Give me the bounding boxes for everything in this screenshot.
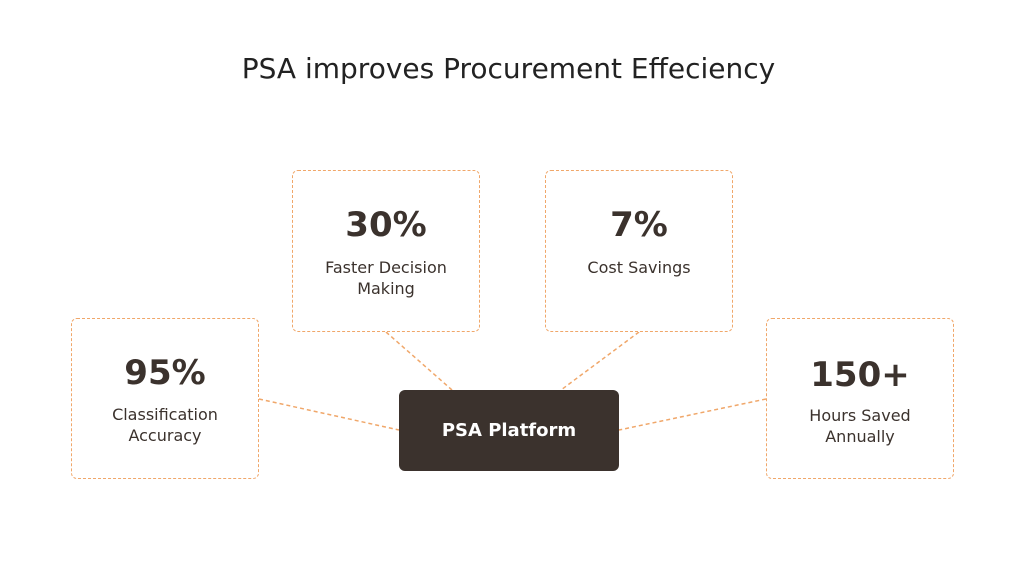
connector-faster-decision: [385, 331, 453, 391]
center-platform-node: PSA Platform: [399, 390, 619, 471]
connector-hours-saved: [618, 398, 767, 431]
connector-classification: [258, 398, 400, 431]
metric-value: 30%: [345, 205, 427, 245]
metric-card-faster-decision: 30% Faster Decision Making: [292, 170, 480, 332]
metric-label: Classification Accuracy: [112, 405, 218, 445]
diagram-title: PSA improves Procurement Effeciency: [241, 52, 776, 85]
metric-value: 95%: [124, 353, 206, 393]
metric-card-hours-saved: 150+ Hours Saved Annually: [766, 318, 954, 479]
metric-card-cost-savings: 7% Cost Savings: [545, 170, 733, 332]
connector-cost-savings: [560, 331, 640, 391]
metric-label: Cost Savings: [587, 258, 691, 277]
metric-value: 150+: [810, 355, 910, 395]
metric-value: 7%: [610, 205, 668, 245]
metric-label: Hours Saved Annually: [809, 406, 911, 446]
metric-label: Faster Decision Making: [325, 258, 447, 298]
metric-card-classification-accuracy: 95% Classification Accuracy: [71, 318, 259, 479]
center-platform-label: PSA Platform: [441, 420, 577, 441]
